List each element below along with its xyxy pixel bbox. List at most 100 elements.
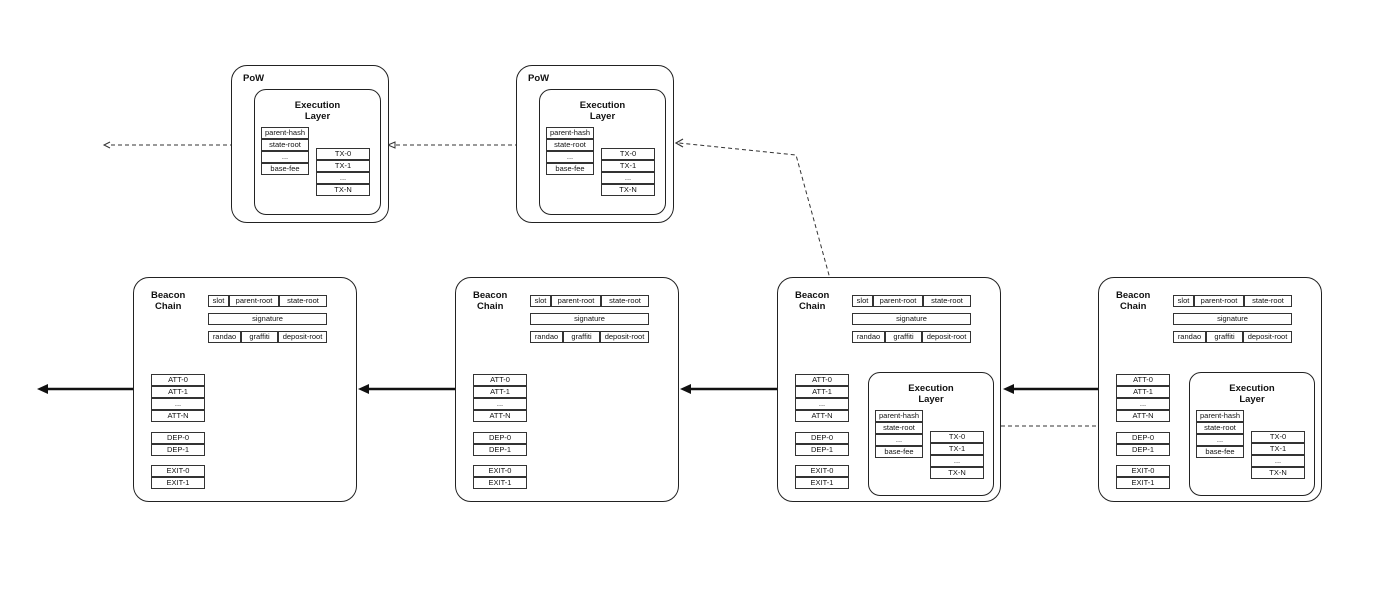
deposit: DEP-1 bbox=[151, 444, 205, 456]
deposit: DEP-1 bbox=[1116, 444, 1170, 456]
attestation: ATT-1 bbox=[473, 386, 527, 398]
beacon-header-field: slot bbox=[852, 295, 873, 307]
execution-layer-title: Execution bbox=[294, 100, 341, 111]
beacon-header-field: graffiti bbox=[885, 331, 922, 343]
arrow-head bbox=[674, 138, 684, 148]
beacon-title: Beacon bbox=[1116, 290, 1151, 301]
arrow-head bbox=[386, 141, 396, 149]
transaction: TX-1 bbox=[316, 160, 370, 172]
transaction: ... bbox=[1251, 455, 1305, 467]
header-field: base-fee bbox=[1196, 446, 1244, 458]
attestation: ... bbox=[1116, 398, 1170, 410]
header-field: base-fee bbox=[261, 163, 309, 175]
beacon-title: Chain bbox=[1120, 301, 1147, 312]
header-field: base-fee bbox=[546, 163, 594, 175]
transaction: TX-N bbox=[316, 184, 370, 196]
pow-title: PoW bbox=[243, 73, 265, 84]
execution-layer-title: Layer bbox=[304, 111, 331, 122]
execution-layer-title: Execution bbox=[908, 383, 954, 394]
beacon-header-field: randao bbox=[530, 331, 563, 343]
beacon-title: Beacon bbox=[151, 290, 186, 301]
beacon-header-field: graffiti bbox=[563, 331, 600, 343]
header-field: ... bbox=[875, 434, 923, 446]
execution-layer-title: Layer bbox=[1239, 394, 1265, 405]
transaction: TX-0 bbox=[601, 148, 655, 160]
beacon-header-field: graffiti bbox=[241, 331, 278, 343]
header-field: state-root bbox=[261, 139, 309, 151]
beacon-header-field: graffiti bbox=[1206, 331, 1243, 343]
beacon-header-field: randao bbox=[208, 331, 241, 343]
attestation: ATT-N bbox=[151, 410, 205, 422]
pow-title: PoW bbox=[528, 73, 550, 84]
beacon-header-field: deposit-root bbox=[922, 331, 971, 343]
execution-layer-title: Layer bbox=[589, 111, 616, 122]
attestation: ATT-0 bbox=[151, 374, 205, 386]
beacon-header-field: state-root bbox=[601, 295, 649, 307]
header-field: ... bbox=[546, 151, 594, 163]
beacon-header-field: parent-root bbox=[229, 295, 279, 307]
beacon-header-field: deposit-root bbox=[1243, 331, 1292, 343]
beacon-header-field: parent-root bbox=[551, 295, 601, 307]
attestation: ... bbox=[795, 398, 849, 410]
transaction: ... bbox=[316, 172, 370, 184]
beacon-title: Beacon bbox=[795, 290, 830, 301]
arrow-head bbox=[37, 384, 48, 394]
beacon-header-field: slot bbox=[1173, 295, 1194, 307]
exit: EXIT-0 bbox=[795, 465, 849, 477]
execution-layer-title: Execution bbox=[1229, 383, 1275, 394]
header-field: ... bbox=[261, 151, 309, 163]
header-field: parent-hash bbox=[1196, 410, 1244, 422]
header-field: state-root bbox=[1196, 422, 1244, 434]
attestation: ATT-1 bbox=[1116, 386, 1170, 398]
deposit: DEP-0 bbox=[151, 432, 205, 444]
beacon-header-field: deposit-root bbox=[600, 331, 649, 343]
transaction: TX-1 bbox=[601, 160, 655, 172]
attestation: ATT-0 bbox=[473, 374, 527, 386]
deposit: DEP-0 bbox=[795, 432, 849, 444]
header-field: state-root bbox=[546, 139, 594, 151]
attestation: ATT-N bbox=[473, 410, 527, 422]
beacon-header-field: state-root bbox=[1244, 295, 1292, 307]
beacon-title: Chain bbox=[155, 301, 182, 312]
arrow-head bbox=[102, 141, 111, 149]
transaction: TX-N bbox=[601, 184, 655, 196]
transaction: TX-0 bbox=[1251, 431, 1305, 443]
exit: EXIT-0 bbox=[473, 465, 527, 477]
beacon-header-field: parent-root bbox=[873, 295, 923, 307]
header-field: base-fee bbox=[875, 446, 923, 458]
attestation: ATT-N bbox=[1116, 410, 1170, 422]
signature-field: signature bbox=[852, 313, 971, 325]
header-field: parent-hash bbox=[875, 410, 923, 422]
header-field: parent-hash bbox=[546, 127, 594, 139]
beacon-header-field: state-root bbox=[923, 295, 971, 307]
arrow-head bbox=[1003, 384, 1014, 394]
beacon-header-field: parent-root bbox=[1194, 295, 1244, 307]
parent-hash-arrow bbox=[678, 142, 869, 418]
attestation: ATT-0 bbox=[795, 374, 849, 386]
header-field: parent-hash bbox=[261, 127, 309, 139]
execution-layer-title: Layer bbox=[918, 394, 944, 405]
attestation: ATT-1 bbox=[151, 386, 205, 398]
beacon-header-field: slot bbox=[208, 295, 229, 307]
attestation: ATT-0 bbox=[1116, 374, 1170, 386]
beacon-title: Chain bbox=[477, 301, 504, 312]
transaction: TX-0 bbox=[930, 431, 984, 443]
signature-field: signature bbox=[530, 313, 649, 325]
exit: EXIT-1 bbox=[473, 477, 527, 489]
attestation: ATT-N bbox=[795, 410, 849, 422]
deposit: DEP-0 bbox=[1116, 432, 1170, 444]
exit: EXIT-1 bbox=[1116, 477, 1170, 489]
beacon-header-field: deposit-root bbox=[278, 331, 327, 343]
header-field: state-root bbox=[875, 422, 923, 434]
exit: EXIT-1 bbox=[795, 477, 849, 489]
beacon-header-field: randao bbox=[1173, 331, 1206, 343]
attestation: ATT-1 bbox=[795, 386, 849, 398]
header-field: ... bbox=[1196, 434, 1244, 446]
beacon-header-field: slot bbox=[530, 295, 551, 307]
attestation: ... bbox=[151, 398, 205, 410]
arrow-head bbox=[358, 384, 369, 394]
beacon-title: Beacon bbox=[473, 290, 508, 301]
transaction: ... bbox=[930, 455, 984, 467]
transaction: TX-N bbox=[930, 467, 984, 479]
signature-field: signature bbox=[208, 313, 327, 325]
